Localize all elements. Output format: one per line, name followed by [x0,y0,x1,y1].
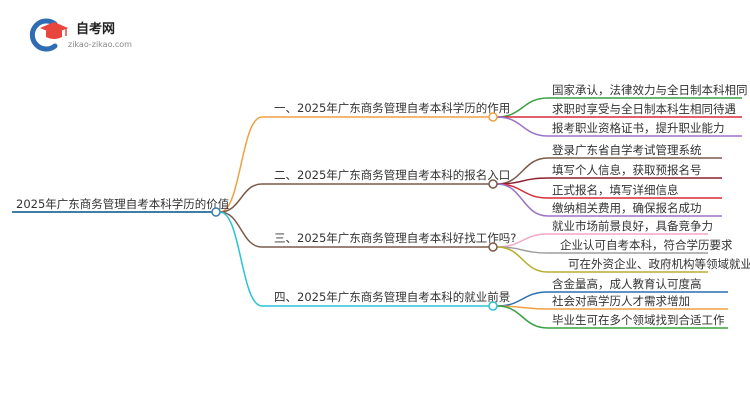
branch-2-label[interactable]: 二、2025年广东商务管理自考本科的报名入口 [274,168,510,182]
branch-4-connector [219,211,263,307]
branch-3-node-dot [488,242,498,252]
leaf-4-1-label[interactable]: 含金量高，成人教育认可度高 [552,277,702,291]
branch-2-node-dot [488,179,498,189]
logo-url: zikao-zikao.com [68,40,132,49]
connector-lines [12,97,742,329]
leaf-2-4-connector [496,183,549,217]
leaf-2-3-label[interactable]: 正式报名，填写详细信息 [552,183,679,197]
leaf-1-3-connector [496,116,549,137]
leaf-2-2-label[interactable]: 填写个人信息，获取预报名号 [552,163,702,177]
mindmap-nodes: 2025年广东商务管理自考本科学历的价值 一、2025年广东商务管理自考本科学历的… [16,83,750,327]
leaf-1-2-label[interactable]: 求职时享受与全日制本科生相同待遇 [552,102,736,116]
leaf-3-1-label[interactable]: 就业市场前景良好，具备竞争力 [552,219,713,233]
root-node-dot [211,207,221,217]
leaf-4-3-label[interactable]: 毕业生可在多个领域找到合适工作 [552,313,725,327]
leaf-3-2-label[interactable]: 企业认可自考本科，符合学历要求 [560,238,733,252]
leaf-2-1-label[interactable]: 登录广东省自学考试管理系统 [552,143,702,157]
branch-4-node-dot [488,301,498,311]
root-topic[interactable]: 2025年广东商务管理自考本科学历的价值 [16,197,230,211]
leaf-1-3-label[interactable]: 报考职业资格证书，提升职业能力 [552,121,725,135]
branch-1-label[interactable]: 一、2025年广东商务管理自考本科学历的作用 [274,101,510,115]
leaf-2-4-label[interactable]: 缴纳相关费用，确保报名成功 [552,201,702,215]
leaf-3-3-label[interactable]: 可在外资企业、政府机构等领域就业 [568,257,750,271]
branch-4-label[interactable]: 四、2025年广东商务管理自考本科的就业前景 [274,290,510,304]
graduation-cap-icon [29,18,68,52]
branch-3-connector [219,211,263,248]
leaf-2-3-connector [496,183,549,199]
logo-title: 自考网 [76,21,115,37]
branch-2-connector [219,183,263,213]
branch-1-node-dot [488,112,498,122]
branch-1-connector [219,116,263,213]
branch-3-label[interactable]: 三、2025年广东商务管理自考本科好找工作吗? [274,231,516,245]
leaf-1-1-label[interactable]: 国家承认，法律效力与全日制本科相同 [552,83,748,97]
site-logo[interactable]: 自考网 zikao-zikao.com [29,18,132,52]
leaf-4-2-label[interactable]: 社会对高学历人才需求增加 [552,294,690,308]
leaf-3-3-connector [496,246,549,273]
leaf-4-3-connector [496,305,549,329]
